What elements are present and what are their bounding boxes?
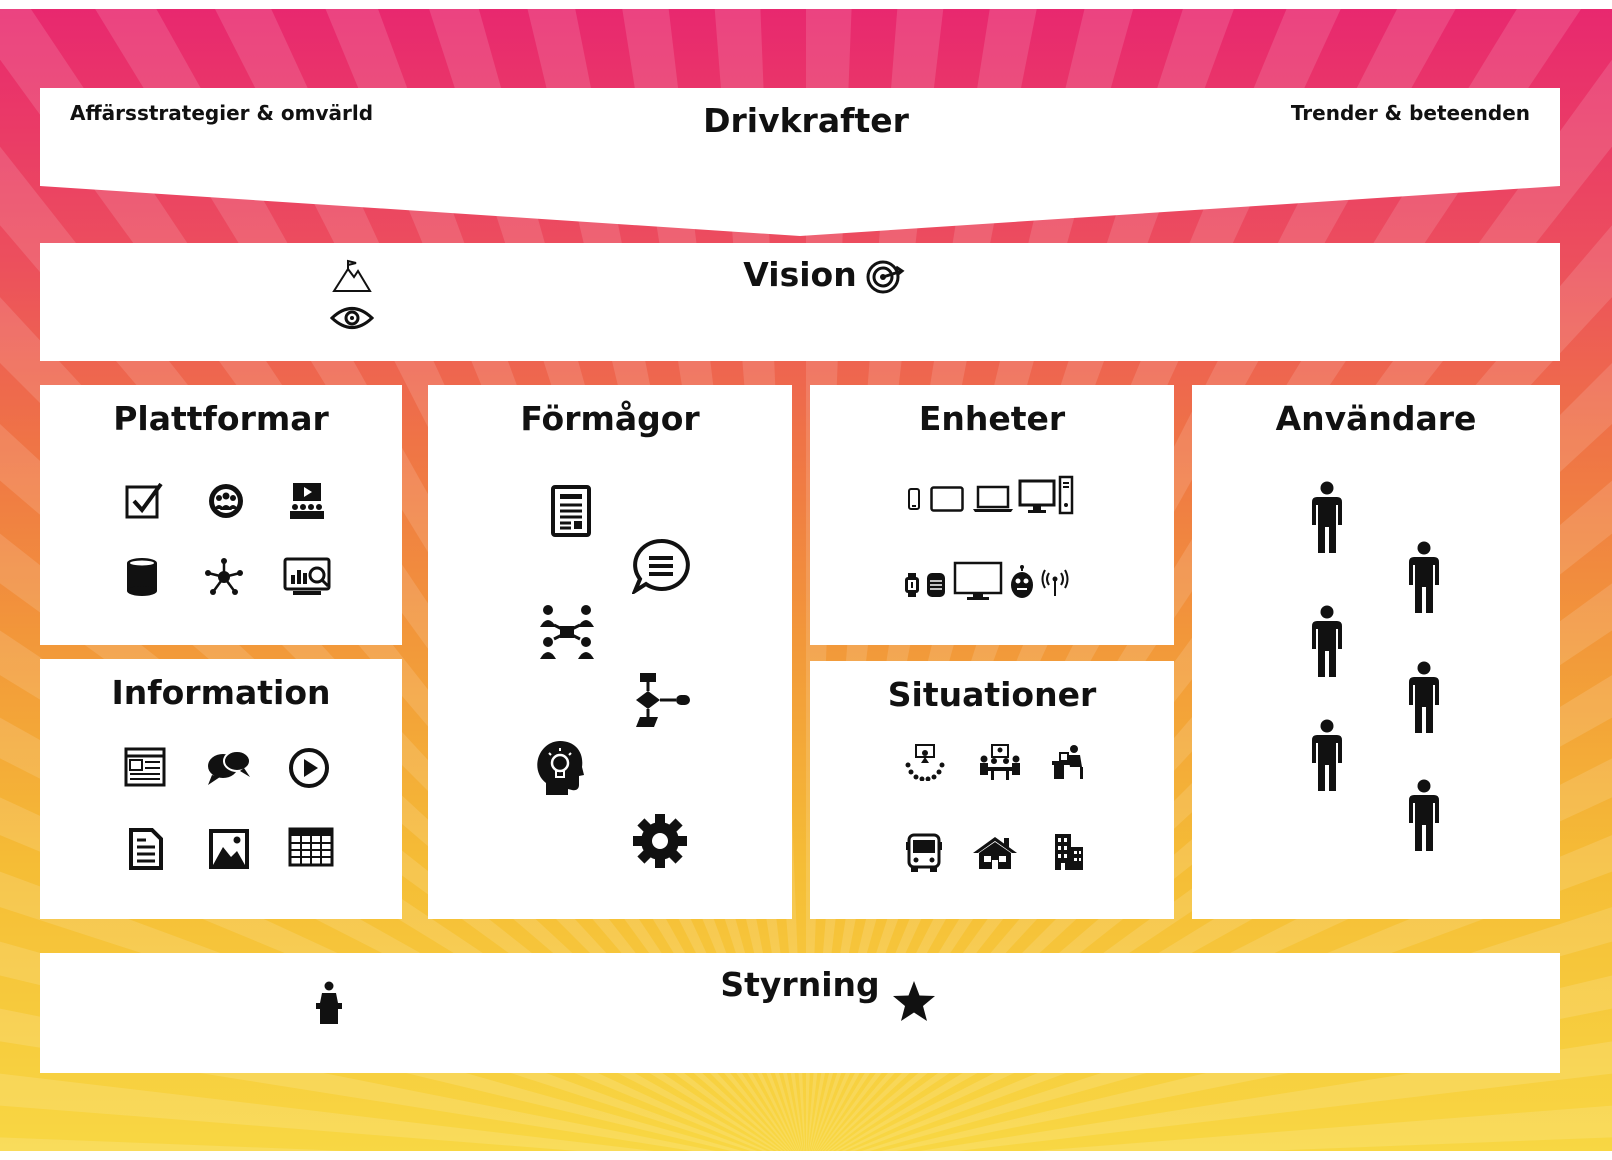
chat-bubbles-icon <box>206 747 252 787</box>
speaker-podium-icon <box>316 981 342 1025</box>
tablet-icon <box>930 486 964 512</box>
bus-icon <box>906 833 942 873</box>
checkbox-icon <box>124 481 164 521</box>
styrning-title: Styrning <box>720 965 880 1004</box>
person-icon <box>1408 541 1440 615</box>
mountain-flag-icon <box>332 259 372 293</box>
situationer-panel: Situationer <box>810 661 1174 919</box>
speech-bubble-icon <box>632 538 690 594</box>
people-network-icon <box>538 603 596 661</box>
target-icon <box>866 259 906 295</box>
idea-head-icon <box>536 739 586 797</box>
drivkrafter-left-label: Affärsstrategier & omvärld <box>70 101 374 125</box>
analytics-monitor-icon <box>283 557 331 597</box>
sun-ray <box>919 1041 1612 1151</box>
audience-icon <box>904 743 946 781</box>
formagor-title: Förmågor <box>520 399 700 438</box>
person-icon <box>1311 481 1343 555</box>
spreadsheet-icon <box>288 827 334 867</box>
sun-ray <box>0 1073 654 1151</box>
situationer-title: Situationer <box>887 675 1097 714</box>
tv-icon <box>953 561 1003 601</box>
image-icon <box>207 827 251 871</box>
drivkrafter-right-label: Trender & beteenden <box>1290 101 1530 125</box>
person-icon <box>1311 605 1343 679</box>
sun-ray <box>0 1008 716 1151</box>
sun-ray <box>0 1137 348 1151</box>
flowchart-icon <box>630 671 692 729</box>
office-building-icon <box>1054 833 1084 871</box>
meeting-icon <box>978 743 1022 781</box>
information-title: Information <box>111 673 331 712</box>
smart-speaker-icon <box>926 571 946 599</box>
vision-title: Vision <box>743 255 857 294</box>
desk-work-icon <box>1050 743 1088 781</box>
styrning-panel: Styrning <box>40 953 1560 1073</box>
phone-icon <box>908 488 920 510</box>
information-panel: Information <box>40 659 402 919</box>
database-icon <box>126 557 158 597</box>
enheter-panel: Enheter <box>810 385 1174 645</box>
formagor-panel: Förmågor <box>428 385 792 919</box>
person-icon <box>1408 779 1440 853</box>
plattformar-panel: Plattformar <box>40 385 402 645</box>
vision-panel: Vision <box>40 243 1560 361</box>
web-page-icon <box>124 747 166 787</box>
sun-ray <box>1034 1105 1612 1151</box>
document-icon <box>128 827 164 871</box>
sunburst-background: Affärsstrategier & omvärld Trender & bet… <box>0 9 1612 1151</box>
anvandare-panel: Användare <box>1192 385 1560 919</box>
anvandare-title: Användare <box>1275 399 1477 438</box>
team-circle-icon <box>206 482 246 520</box>
network-node-icon <box>204 557 244 597</box>
gear-icon <box>632 813 688 869</box>
person-icon <box>1408 661 1440 735</box>
laptop-icon <box>972 485 1014 513</box>
drivkrafter-title: Drivkrafter <box>703 101 909 140</box>
play-button-icon <box>288 747 330 789</box>
house-icon <box>972 835 1018 871</box>
video-presentation-icon <box>287 481 327 521</box>
star-icon <box>892 979 936 1023</box>
robot-icon <box>1010 565 1034 599</box>
desktop-icon <box>1018 475 1074 515</box>
wireless-signal-icon <box>1040 569 1070 597</box>
report-document-icon <box>551 485 591 537</box>
eye-icon <box>330 305 374 331</box>
drivkrafter-banner <box>40 88 1560 236</box>
person-icon <box>1311 719 1343 793</box>
enheter-title: Enheter <box>918 399 1066 438</box>
plattformar-title: Plattformar <box>113 399 329 438</box>
watch-icon <box>904 573 920 597</box>
